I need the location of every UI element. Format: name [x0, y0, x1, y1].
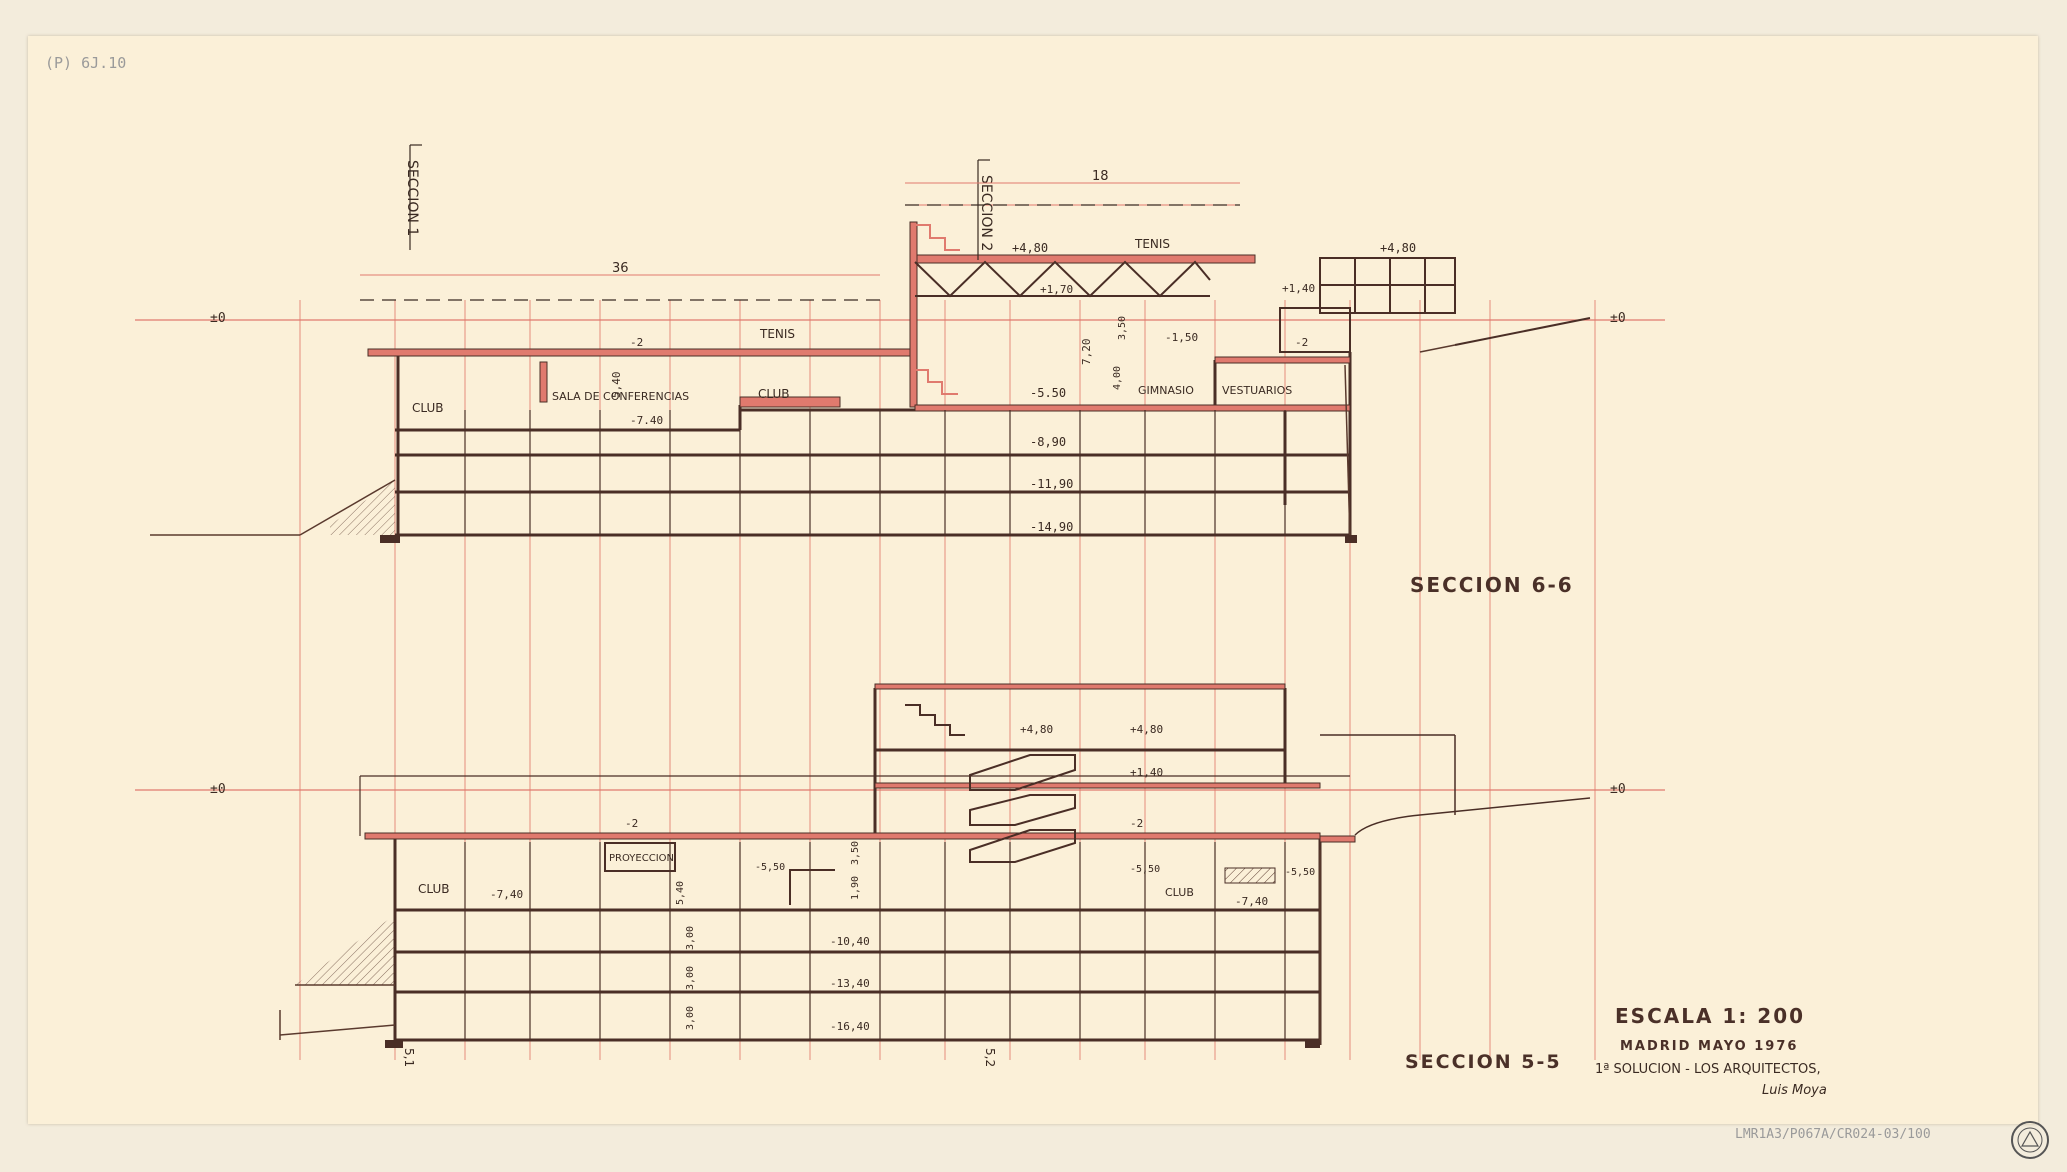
- title-block: ESCALA 1: 200 MADRID MAYO 1976 1ª SOLUCI…: [1595, 1004, 1827, 1098]
- level-label: -5.50: [1030, 386, 1066, 400]
- level-label: +4,80: [1130, 723, 1163, 736]
- section-6-6: SECCION 1 SECCION 2 36 18 7,20 4,00 3,50…: [135, 144, 1665, 597]
- section-6-6-title: SECCION 6-6: [1410, 573, 1574, 597]
- dimension-label: 3,00: [685, 926, 696, 950]
- scale-label: ESCALA 1: 200: [1615, 1004, 1805, 1028]
- level-label: -2: [630, 336, 643, 349]
- dimension-label: 5,40: [675, 881, 686, 905]
- dimension-label: 3,50: [850, 841, 861, 865]
- archive-stamp-icon: [2011, 1121, 2049, 1159]
- section-5-5-title: SECCION 5-5: [1405, 1051, 1562, 1073]
- room-label: PROYECCION: [609, 853, 674, 864]
- level-label: -7.40: [630, 414, 663, 427]
- room-label: TENIS: [1134, 237, 1170, 251]
- level-label: -13,40: [830, 977, 870, 990]
- corner-note: (P) 6J.10: [45, 54, 126, 72]
- dimension-350: 3,50: [1117, 316, 1128, 340]
- archive-reference: LMR1A3/P067A/CR024-03/100: [1735, 1127, 1931, 1142]
- level-label: -10,40: [830, 935, 870, 948]
- section-2-mark: SECCION 2: [978, 175, 994, 251]
- level-label: -2: [1295, 336, 1308, 349]
- room-label: CLUB: [418, 882, 449, 896]
- level-label: -7,40: [1235, 895, 1268, 908]
- level-label: -7,40: [490, 888, 523, 901]
- level-label: -5,50: [1130, 864, 1160, 875]
- level-label: -14,90: [1030, 520, 1073, 534]
- room-label: SALA DE CONFERENCIAS: [552, 390, 689, 403]
- room-label: CLUB: [1165, 886, 1194, 899]
- level-label: -1,50: [1165, 331, 1198, 344]
- room-label: CLUB: [412, 401, 443, 415]
- level-label: ±0: [210, 311, 226, 326]
- cut-mark-51: 5,1: [402, 1048, 416, 1067]
- dimension-18: 18: [1092, 169, 1109, 184]
- structural-grid-lines: [299, 300, 1596, 1060]
- dimension-label: 1,90: [850, 876, 861, 900]
- section-5-5: 5,1 5,2 5,40 3,50 3,00 3,00 3,00 1,90 ±0…: [135, 683, 1665, 1073]
- level-label: -5,50: [755, 862, 785, 873]
- room-label: CLUB: [758, 387, 789, 401]
- dimension-label: 3,00: [685, 1006, 696, 1030]
- level-label: -8,90: [1030, 435, 1066, 449]
- signature: Luis Moya: [1762, 1083, 1827, 1098]
- level-label: ±0: [210, 782, 226, 797]
- level-label: -2: [625, 817, 638, 830]
- level-label: -11,90: [1030, 477, 1073, 491]
- level-label: -5,50: [1285, 867, 1315, 878]
- level-label: ±0: [1610, 782, 1626, 797]
- room-label: VESTUARIOS: [1222, 384, 1292, 397]
- solution-note: 1ª SOLUCION - LOS ARQUITECTOS,: [1595, 1062, 1821, 1077]
- level-label: ±0: [1610, 311, 1626, 326]
- level-label: -2: [1130, 817, 1143, 830]
- dimension-540: 5,40: [610, 372, 623, 399]
- room-label: GIMNASIO: [1138, 384, 1194, 397]
- room-label: TENIS: [759, 327, 795, 341]
- level-label: +4,80: [1020, 723, 1053, 736]
- dimension-36: 36: [612, 261, 629, 276]
- level-label: +1,40: [1130, 766, 1163, 779]
- dimension-720: 7,20: [1080, 339, 1093, 366]
- level-label: -16,40: [830, 1020, 870, 1033]
- dimension-label: 3,00: [685, 966, 696, 990]
- level-label: +1,70: [1040, 283, 1073, 296]
- place-date: MADRID MAYO 1976: [1620, 1039, 1798, 1054]
- dimension-400: 4,00: [1112, 366, 1123, 390]
- section-1-mark: SECCION 1: [404, 160, 420, 236]
- level-label: +4,80: [1380, 241, 1416, 255]
- cut-mark-52: 5,2: [983, 1048, 997, 1067]
- level-label: +4,80: [1012, 241, 1048, 255]
- level-label: +1,40: [1282, 282, 1315, 295]
